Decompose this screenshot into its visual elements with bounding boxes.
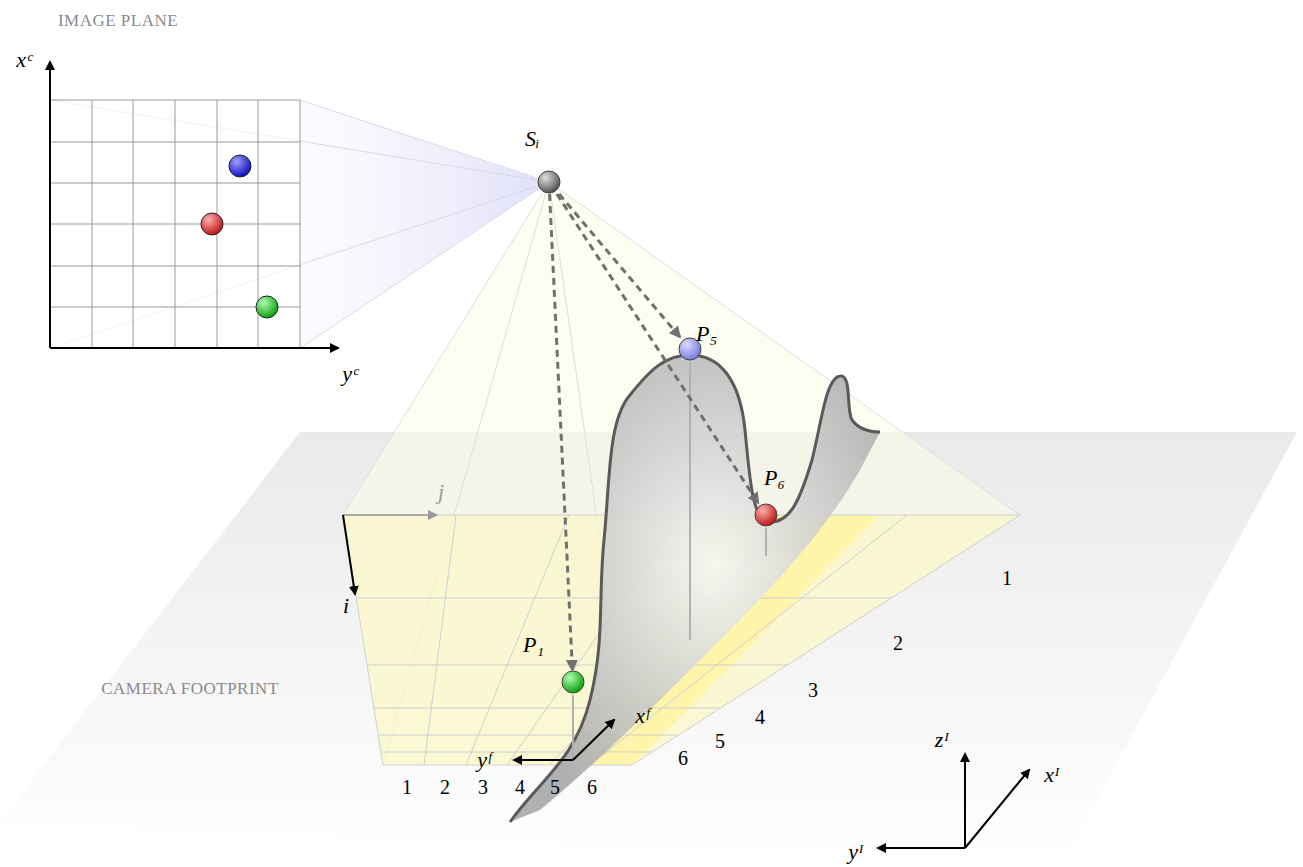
column-number: 5 bbox=[550, 777, 560, 797]
point-sphere bbox=[561, 670, 585, 694]
axis-label: yᶠ bbox=[477, 749, 491, 771]
projection-ray bbox=[559, 194, 680, 337]
column-number: 3 bbox=[478, 777, 488, 797]
axis-label: zᴵ bbox=[935, 729, 949, 751]
column-number: 1 bbox=[402, 777, 412, 797]
axis-label: xᶜ bbox=[16, 49, 32, 71]
point-label: P₆ bbox=[764, 467, 785, 489]
sensor-point: Sᵢ bbox=[537, 170, 561, 194]
column-number: 2 bbox=[440, 777, 450, 797]
terrain-point: P₁ bbox=[561, 670, 585, 694]
column-number: 6 bbox=[587, 777, 597, 797]
point-sphere bbox=[537, 170, 561, 194]
row-number: 2 bbox=[893, 633, 903, 653]
row-number: 4 bbox=[755, 707, 765, 727]
point-label: P₅ bbox=[696, 323, 717, 345]
axis-label: xᶠ bbox=[635, 705, 649, 727]
row-number: 5 bbox=[715, 731, 725, 751]
projection-ray bbox=[557, 194, 758, 503]
axis-label: yᶜ bbox=[342, 363, 358, 385]
row-number: 1 bbox=[1002, 568, 1012, 588]
terrain-point: P₅ bbox=[678, 337, 702, 361]
row-number: 3 bbox=[808, 680, 818, 700]
row-number: 6 bbox=[678, 748, 688, 768]
terrain-point: P₆ bbox=[754, 503, 778, 527]
axis-label: j bbox=[438, 481, 444, 503]
section-title: CAMERA FOOTPRINT bbox=[101, 680, 279, 697]
axis-label: yᴵ bbox=[848, 841, 864, 863]
point-label: P₁ bbox=[523, 634, 544, 656]
axis-label: xᴵ bbox=[1044, 764, 1060, 786]
column-number: 4 bbox=[515, 777, 525, 797]
axis-label: i bbox=[343, 595, 349, 617]
projection-ray bbox=[550, 194, 573, 670]
point-label: Sᵢ bbox=[525, 128, 539, 150]
section-title: IMAGE PLANE bbox=[58, 12, 178, 29]
point-sphere bbox=[754, 503, 778, 527]
